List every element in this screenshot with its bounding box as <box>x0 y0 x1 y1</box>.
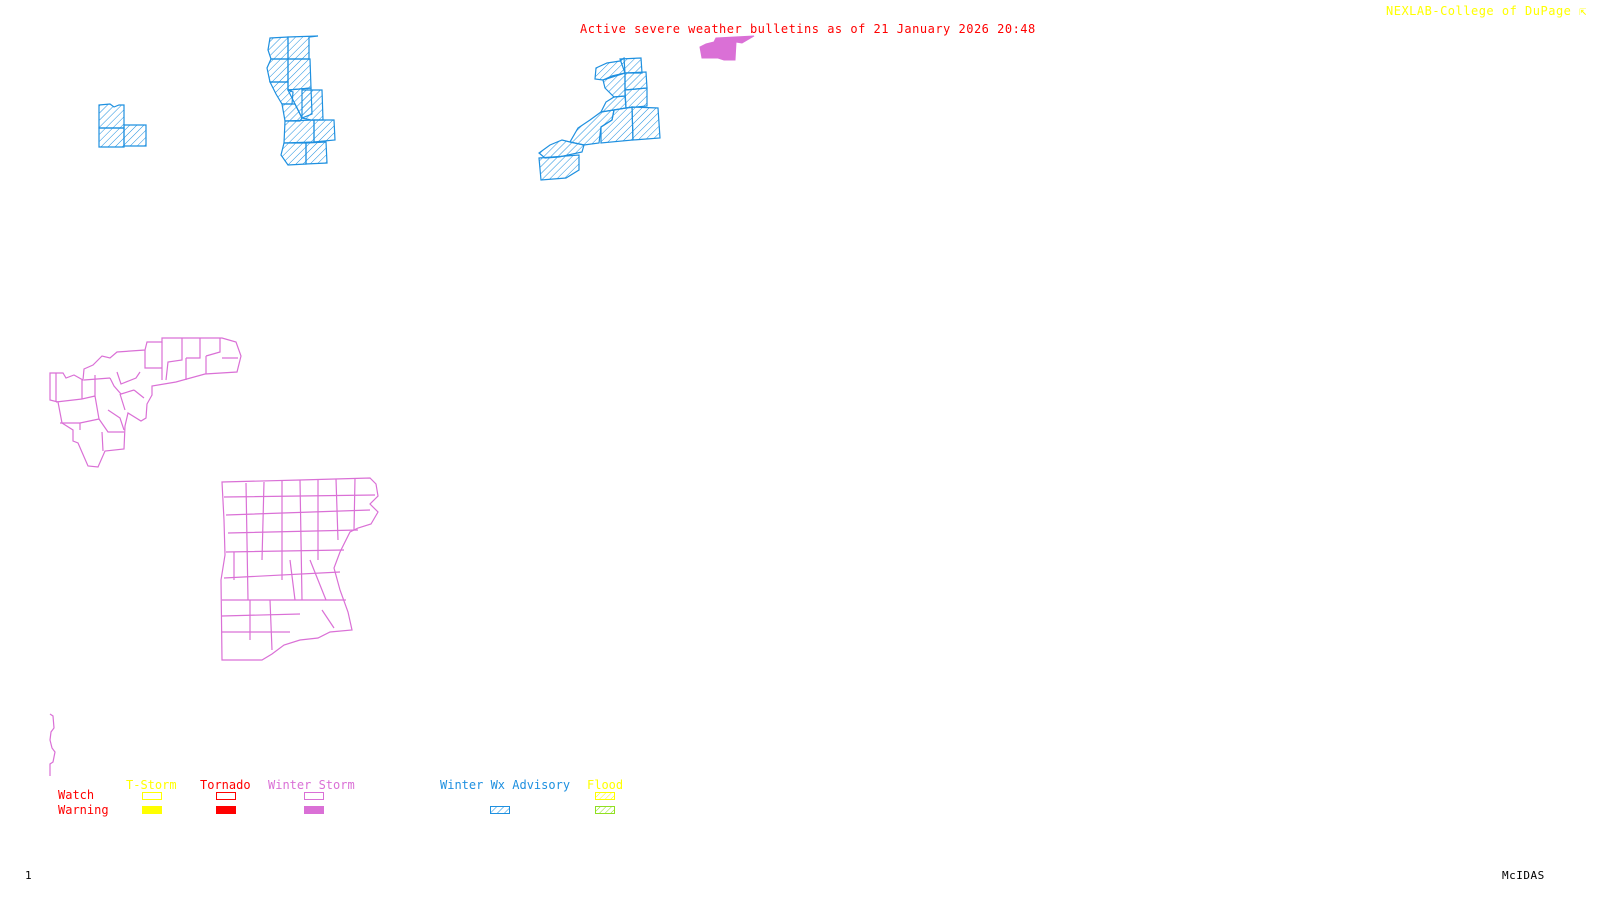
flood-watch-swatch <box>595 792 615 800</box>
county-border <box>83 338 238 395</box>
county-shape <box>624 71 648 91</box>
software-label: McIDAS <box>1502 869 1545 882</box>
state-outline <box>49 337 242 468</box>
arrow-icon: ⇱ <box>1579 4 1587 18</box>
legend-col-flood: Flood <box>587 778 624 792</box>
county-shape <box>98 127 125 148</box>
county-shape <box>281 103 303 122</box>
county-shape <box>267 36 289 60</box>
winter-storm-watch-swatch <box>304 792 324 800</box>
state-outline <box>220 477 379 661</box>
county-shape <box>313 119 336 143</box>
map-title: Active severe weather bulletins as of 21… <box>580 22 1036 36</box>
state-outline <box>49 713 56 776</box>
winter-storm-watch-area-south <box>220 477 379 661</box>
winter-wx-advisory-area-west <box>98 103 147 148</box>
legend-row-watch: Watch <box>58 788 95 802</box>
legend-col-winter-wx-advisory: Winter Wx Advisory <box>440 778 571 792</box>
winter-storm-watch-area-central <box>49 337 242 468</box>
county-shape <box>631 106 661 141</box>
winter-wx-advisory-swatch <box>490 806 510 814</box>
tornado-watch-swatch <box>216 792 236 800</box>
tstorm-warning-swatch <box>142 806 162 814</box>
county-shape <box>98 103 125 129</box>
flood-warning-swatch <box>595 806 615 814</box>
county-shape <box>287 35 319 60</box>
county-border <box>233 477 356 651</box>
legend-col-winter-storm: Winter Storm <box>268 778 355 792</box>
credit-label: NEXLAB-College of DuPage ⇱ <box>1386 5 1587 17</box>
legend-col-tornado: Tornado <box>200 778 251 792</box>
county-shape <box>287 58 312 91</box>
county-shape <box>305 141 328 165</box>
county-shape <box>301 89 324 121</box>
county-shape <box>123 124 147 147</box>
county-shape <box>266 58 289 83</box>
tornado-warning-swatch <box>216 806 236 814</box>
winter-wx-advisory-area-lakeshore <box>266 35 336 166</box>
legend-row-warning: Warning <box>58 803 109 817</box>
winter-storm-warning-swatch <box>304 806 324 814</box>
county-shape <box>280 142 307 166</box>
county-border <box>221 494 376 633</box>
winter-storm-warning-area-north <box>699 35 755 61</box>
county-shape <box>538 154 580 181</box>
winter-wx-advisory-area-east <box>538 56 661 181</box>
frame-number: 1 <box>25 869 33 882</box>
county-border <box>98 389 145 452</box>
county-border <box>55 373 100 430</box>
winter-storm-watch-area-edge <box>49 713 56 776</box>
legend-col-tstorm: T-Storm <box>126 778 177 792</box>
county-shape <box>283 119 315 144</box>
warning-shape <box>699 35 755 61</box>
tstorm-watch-swatch <box>142 792 162 800</box>
county-shape <box>624 87 648 109</box>
credit-text: NEXLAB-College of DuPage <box>1386 4 1572 18</box>
